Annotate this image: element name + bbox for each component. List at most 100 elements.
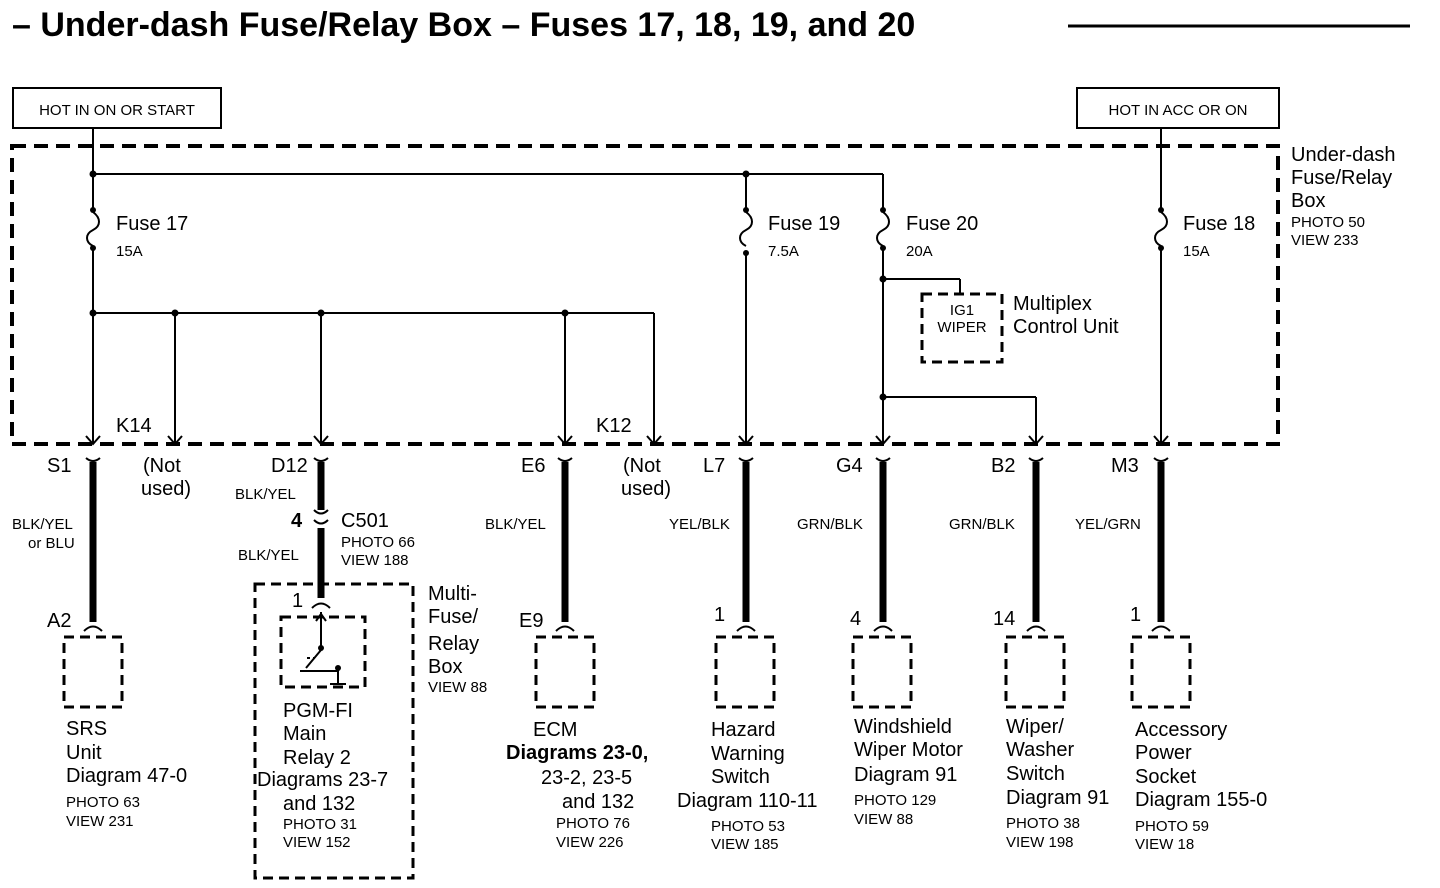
power-right-label: HOT IN ACC OR ON [1109,102,1248,119]
ecm-box [534,635,596,709]
pin-m3: M3 [1111,455,1139,477]
svg-text:VIEW 18: VIEW 18 [1135,836,1194,853]
multi-fuse-name-3: Relay [428,633,479,655]
pin-s1: S1 [47,455,71,477]
c501-view: VIEW 188 [341,552,409,569]
svg-text:Wiper/: Wiper/ [1006,716,1064,738]
svg-text:VIEW 152: VIEW 152 [283,834,351,851]
fuse-19-rating: 7.5A [768,243,799,260]
svg-text:Diagram 155-0: Diagram 155-0 [1135,789,1267,811]
fuse-box-label: Under-dash Fuse/Relay Box PHOTO 50 VIEW … [1291,144,1396,249]
page-title: – Under-dash Fuse/Relay Box – Fuses 17, … [12,6,915,44]
washer-switch-label: Wiper/ Washer Switch Diagram 91 PHOTO 38… [1006,716,1109,851]
multi-fuse-name-2: Fuse/ [428,606,478,628]
svg-text:Diagrams 23-7: Diagrams 23-7 [257,769,388,791]
terminal-arrows [85,435,1169,446]
multiplex-name-2: Control Unit [1013,316,1119,338]
fuse-box-name-3: Box [1291,190,1325,212]
wire-s1-color-2: or BLU [28,535,75,552]
svg-text:VIEW 185: VIEW 185 [711,836,779,853]
svg-text:Power: Power [1135,742,1192,764]
pin-e6: E6 [521,455,545,477]
fuse-20-symbol [876,207,890,251]
svg-text:PHOTO 76: PHOTO 76 [556,815,630,832]
svg-text:SRS: SRS [66,718,107,740]
svg-text:Relay 2: Relay 2 [283,747,351,769]
svg-text:PHOTO 59: PHOTO 59 [1135,818,1209,835]
accessory-socket-box [1130,635,1192,709]
fuse-17-name: Fuse 17 [116,213,188,235]
svg-text:PHOTO 53: PHOTO 53 [711,818,785,835]
terminal-k14: K14 [116,415,152,437]
wire-s1-color-1: BLK/YEL [12,516,73,533]
washer-switch-pin: 14 [993,608,1015,630]
fuse-20-rating: 20A [906,243,933,260]
connector-c501: 4 C501 PHOTO 66 VIEW 188 [291,509,415,569]
svg-text:Accessory: Accessory [1135,719,1227,741]
left-power-bus [89,128,884,208]
svg-text:Washer: Washer [1006,739,1075,761]
multi-fuse-name-1: Multi- [428,583,477,605]
wire-g4-color: GRN/BLK [797,516,863,533]
svg-text:Socket: Socket [1135,766,1197,788]
svg-text:VIEW 88: VIEW 88 [854,811,913,828]
pin-d12: D12 [271,455,308,477]
srs-unit-label: SRS Unit Diagram 47-0 PHOTO 63 VIEW 231 [66,718,187,830]
multiplex-ig1: IG1 [950,302,974,319]
multiplex-control-unit: IG1 WIPER Multiplex Control Unit [920,292,1119,364]
k14-not-used-1: (Not [143,455,181,477]
c501-name: C501 [341,510,389,532]
svg-text:and 132: and 132 [283,793,355,815]
srs-pin: A2 [47,610,71,632]
svg-text:PHOTO 63: PHOTO 63 [66,794,140,811]
fuse-box-name-2: Fuse/Relay [1291,167,1392,189]
pin-l7: L7 [703,455,725,477]
svg-text:Switch: Switch [711,766,770,788]
k14-not-used-2: used) [141,478,191,500]
svg-text:23-2, 23-5: 23-2, 23-5 [541,767,632,789]
hazard-switch-box [714,635,776,709]
fuse-17-distribution [89,250,655,444]
fuse-box-photo: PHOTO 50 [1291,214,1365,231]
multi-fuse-name-4: Box [428,656,462,678]
fuse-19-name: Fuse 19 [768,213,840,235]
svg-text:Diagram 91: Diagram 91 [1006,787,1109,809]
wiper-motor-box [851,635,913,709]
fuse-box-outline [10,144,1280,446]
pgmfi-relay-label: PGM-FI Main Relay 2 Diagrams 23-7 and 13… [257,700,388,851]
svg-text:PHOTO 38: PHOTO 38 [1006,815,1080,832]
svg-text:Diagram 47-0: Diagram 47-0 [66,765,187,787]
power-left-label: HOT IN ON OR START [39,102,195,119]
svg-text:VIEW 198: VIEW 198 [1006,834,1074,851]
wire-b2-color: GRN/BLK [949,516,1015,533]
c501-pin: 4 [291,510,303,532]
svg-text:VIEW 231: VIEW 231 [66,813,134,830]
svg-text:ECM: ECM [533,719,577,741]
svg-text:PHOTO 129: PHOTO 129 [854,792,936,809]
multi-fuse-relay-box: Multi- Fuse/ Relay Box VIEW 88 [253,582,487,880]
k12-not-used-1: (Not [623,455,661,477]
fuse-17-symbol [86,207,100,251]
wiper-motor-pin: 4 [850,608,861,630]
c501-photo: PHOTO 66 [341,534,415,551]
fuse-20-name: Fuse 20 [906,213,978,235]
pgmfi-pin: 1 [292,590,303,612]
accessory-socket-pin: 1 [1130,604,1141,626]
wire-e6-color: BLK/YEL [485,516,546,533]
multi-fuse-view: VIEW 88 [428,679,487,696]
svg-text:Windshield: Windshield [854,716,952,738]
svg-text:Wiper Motor: Wiper Motor [854,739,963,761]
svg-text:Diagram 91: Diagram 91 [854,764,957,786]
svg-text:PGM-FI: PGM-FI [283,700,353,722]
terminal-k12: K12 [596,415,632,437]
svg-text:Diagrams 23-0,: Diagrams 23-0, [506,742,648,764]
heavy-wires [89,462,1165,622]
fuse-box-view: VIEW 233 [1291,232,1359,249]
fuse-19-symbol [739,207,753,256]
hazard-switch-label: Hazard Warning Switch Diagram 110-11 PHO… [677,719,817,853]
accessory-socket-label: Accessory Power Socket Diagram 155-0 PHO… [1135,719,1267,853]
wire-d12-color-top: BLK/YEL [235,486,296,503]
washer-switch-box [1004,635,1066,709]
wire-m3-color: YEL/GRN [1075,516,1141,533]
